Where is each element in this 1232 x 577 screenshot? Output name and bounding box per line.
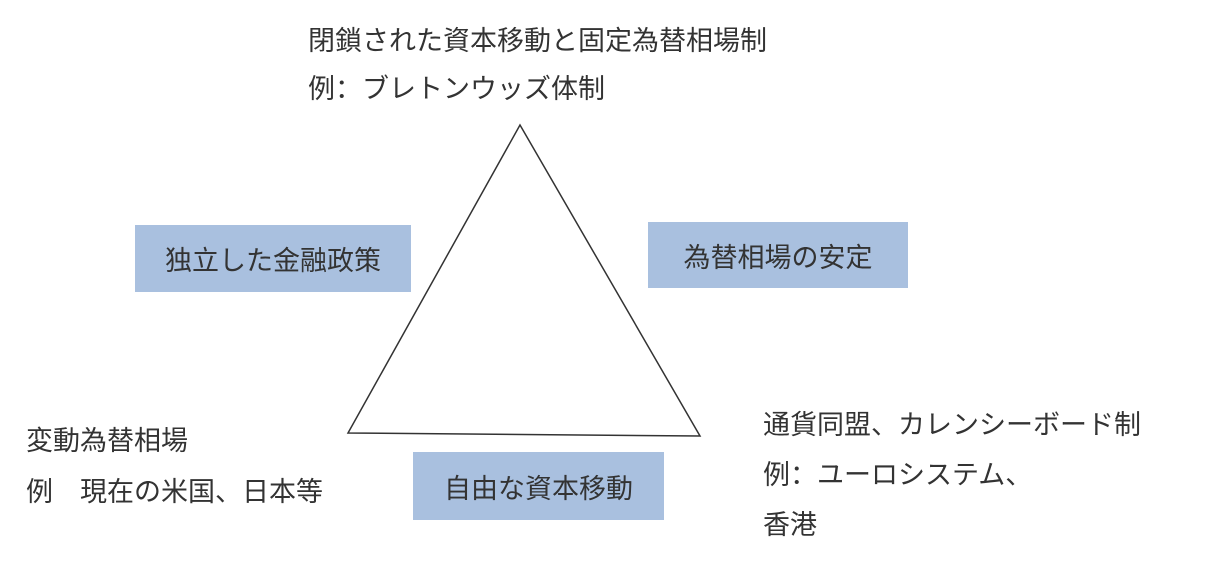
triangle-outline xyxy=(346,123,702,437)
monetary-policy-box: 独立した金融政策 xyxy=(135,225,411,292)
monetary-policy-label: 独立した金融政策 xyxy=(165,246,381,277)
bottom-right-label-line-2: 例：ユーロシステム、 xyxy=(763,460,1033,491)
capital-mobility-box: 自由な資本移動 xyxy=(413,452,664,520)
capital-mobility-label: 自由な資本移動 xyxy=(444,473,633,505)
top-label-line-1: 閉鎖された資本移動と固定為替相場制 xyxy=(308,26,767,57)
bottom-left-label-line-2: 例 現在の米国、日本等 xyxy=(26,477,323,508)
bottom-right-label-line-1: 通貨同盟、カレンシーボード制 xyxy=(763,410,1141,441)
exchange-rate-stability-label: 為替相場の安定 xyxy=(683,242,873,274)
bottom-right-label-line-3: 香港 xyxy=(763,510,817,541)
bottom-left-label-line-1: 変動為替相場 xyxy=(26,426,188,457)
top-label-line-2: 例：ブレトンウッズ体制 xyxy=(308,74,605,105)
exchange-rate-stability-box: 為替相場の安定 xyxy=(648,222,908,288)
